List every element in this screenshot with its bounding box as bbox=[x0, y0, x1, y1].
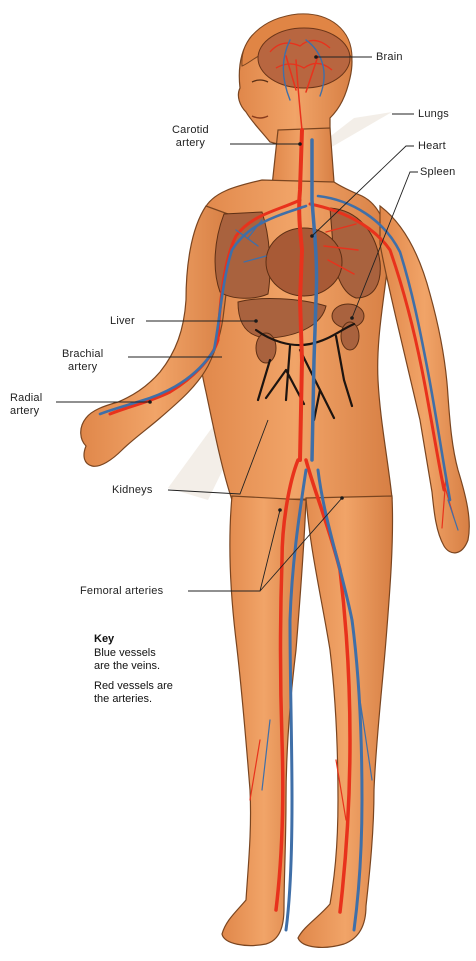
label-heart: Heart bbox=[418, 140, 446, 153]
label-kidneys: Kidneys bbox=[112, 484, 153, 497]
label-brachial-artery: Brachial artery bbox=[62, 348, 103, 374]
label-radial-artery: Radial artery bbox=[10, 392, 42, 418]
key-title: Key bbox=[94, 633, 173, 646]
key-arteries-text: Red vessels are the arteries. bbox=[94, 680, 173, 706]
label-carotid-artery: Carotid artery bbox=[172, 124, 209, 150]
label-lungs: Lungs bbox=[418, 108, 449, 121]
legend-key: Key Blue vessels are the veins. Red vess… bbox=[94, 633, 173, 706]
key-veins-text: Blue vessels are the veins. bbox=[94, 647, 173, 673]
label-femoral-arteries: Femoral arteries bbox=[80, 585, 163, 598]
brain-organ bbox=[258, 28, 350, 88]
label-liver: Liver bbox=[110, 315, 135, 328]
label-spleen: Spleen bbox=[420, 166, 455, 179]
label-brain: Brain bbox=[376, 51, 403, 64]
